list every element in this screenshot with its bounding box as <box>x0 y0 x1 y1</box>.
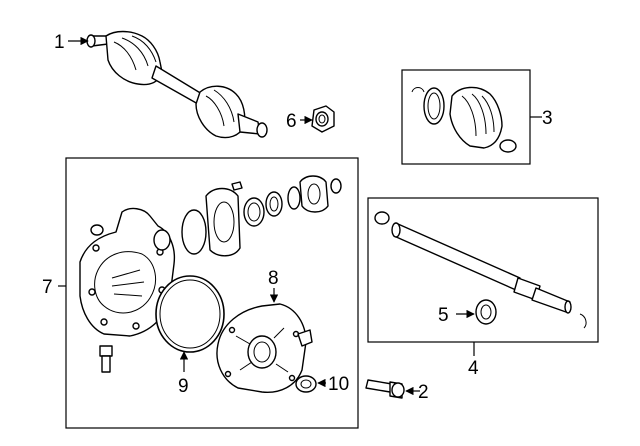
output-seal <box>295 375 317 393</box>
housing-seal-ring <box>181 209 207 255</box>
differential-housing <box>79 207 176 337</box>
intermediate-shaft-box <box>367 197 599 343</box>
callout-8: 8 <box>268 268 279 289</box>
cover-gasket <box>155 275 225 353</box>
callout-10: 10 <box>328 374 349 395</box>
differential-box <box>65 157 359 429</box>
flange-nut <box>330 178 342 194</box>
pinion-bearing-set <box>243 186 301 227</box>
callout-6: 6 <box>286 111 297 132</box>
callout-9: 9 <box>178 376 189 397</box>
callout-5: 5 <box>438 305 449 326</box>
pinion-flange <box>205 187 241 257</box>
intermediate-shaft <box>374 211 587 329</box>
companion-flange <box>299 175 329 213</box>
cover-bolt <box>297 329 313 347</box>
callout-2: 2 <box>418 382 429 403</box>
rear-cover <box>216 303 307 393</box>
drain-plug <box>99 345 113 373</box>
axle-shaft-assembly <box>86 30 268 139</box>
axle-nut <box>311 105 335 133</box>
mounting-bolt <box>365 379 405 399</box>
support-bearing <box>475 299 497 325</box>
callout-3: 3 <box>542 108 553 129</box>
callout-4: 4 <box>468 358 479 379</box>
boot-kit <box>411 86 517 153</box>
leader-lines <box>58 36 542 396</box>
flange-bolt <box>231 181 243 191</box>
callout-7: 7 <box>42 277 53 298</box>
callout-1: 1 <box>54 32 65 53</box>
